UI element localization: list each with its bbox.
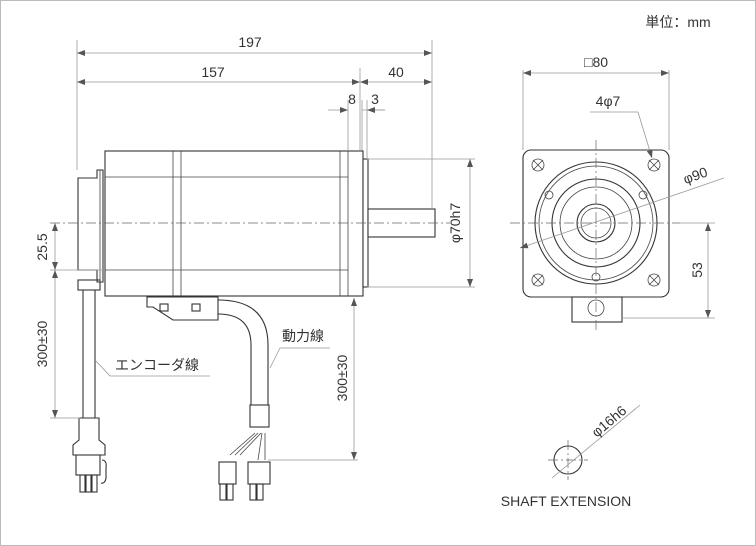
shaft-extension-view — [548, 404, 641, 480]
unit-label: 単位：mm — [645, 14, 710, 30]
label-shaft-extension: SHAFT EXTENSION — [501, 493, 631, 509]
dim-25-5: 25.5 — [34, 233, 50, 260]
label-power-cable: 動力線 — [282, 328, 324, 344]
motor-side-view — [50, 150, 450, 501]
dim-shaft-diameter: φ16h6 — [588, 402, 629, 440]
top-dimensions — [76, 40, 433, 208]
side-dimensions — [50, 158, 475, 461]
dim-bolt-circle: φ90 — [681, 163, 710, 187]
dim-power-cable-length: 300±30 — [334, 354, 350, 401]
label-encoder-cable: エンコーダ線 — [115, 357, 199, 373]
dim-flange-square: □80 — [584, 54, 608, 70]
dim-encoder-cable-length: 300±30 — [34, 320, 50, 367]
dim-53: 53 — [689, 262, 705, 278]
dim-mount-holes: 4φ7 — [596, 93, 621, 109]
dim-8: 8 — [348, 91, 356, 107]
dim-pilot-diameter: φ70h7 — [447, 203, 463, 243]
dim-40: 40 — [388, 64, 404, 80]
dim-197: 197 — [238, 34, 262, 50]
dim-3: 3 — [371, 91, 379, 107]
motor-front-view — [510, 70, 725, 332]
dim-157: 157 — [201, 64, 225, 80]
